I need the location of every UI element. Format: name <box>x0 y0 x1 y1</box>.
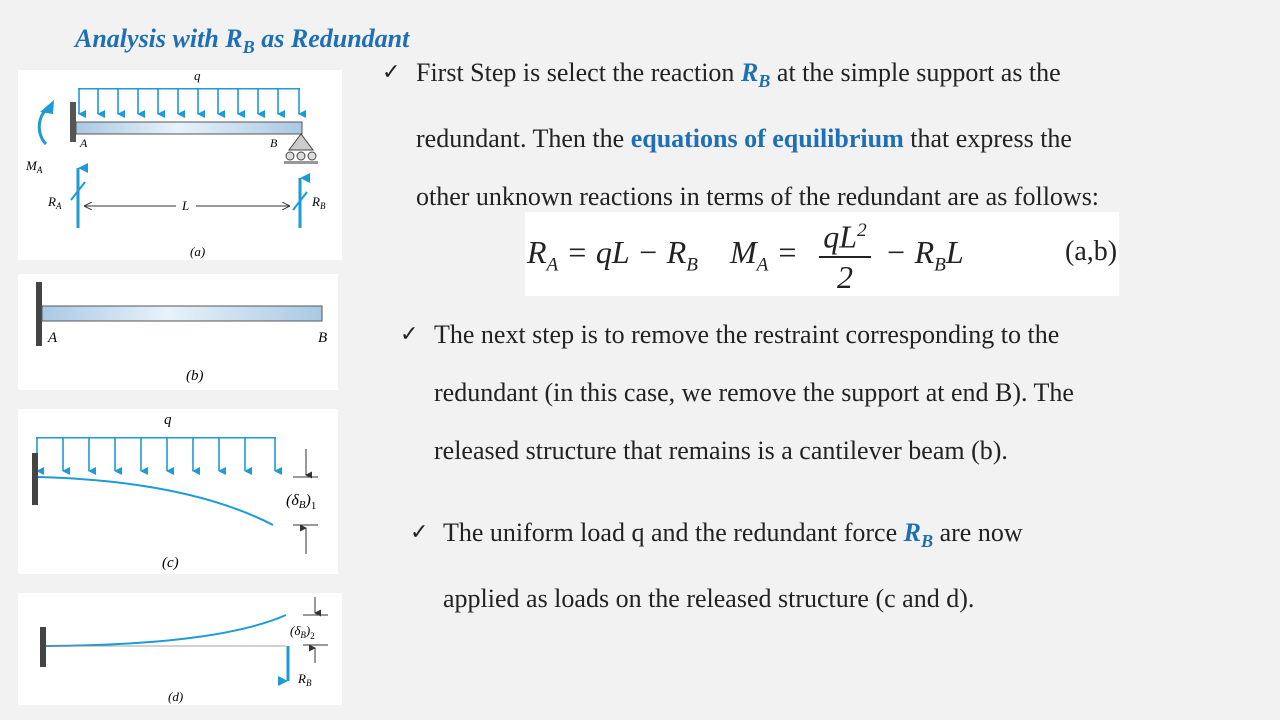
fraction-bar: 2 <box>819 255 871 296</box>
load-top-line <box>36 437 276 439</box>
label-RB: RB <box>311 194 326 211</box>
label-B: B <box>270 136 278 150</box>
fixed-wall <box>32 453 38 505</box>
label-B: B <box>318 330 327 346</box>
label-A: A <box>47 330 58 346</box>
fixed-wall <box>36 282 42 346</box>
equilibrium-highlight: equations of equilibrium <box>630 124 904 154</box>
equation-tag: (a,b) <box>1065 236 1118 267</box>
bullet-1-text: First Step is select the reaction RB at … <box>416 44 1262 226</box>
bullet-1: ✓ First Step is select the reaction RB a… <box>382 44 1262 226</box>
equation-MA-rest: − RBL <box>885 234 964 276</box>
bullet-3-line-2: applied as loads on the released structu… <box>443 584 975 614</box>
q-label: q <box>164 412 172 428</box>
fixed-wall <box>70 102 76 142</box>
figure-c-caption: (c) <box>162 555 179 571</box>
q-label: q <box>194 70 201 83</box>
label-RA: RA <box>47 194 62 211</box>
label-L: L <box>181 198 189 213</box>
bullet-2-line-3: released structure that remains is a can… <box>434 436 1008 465</box>
slide-title: Analysis with RB as Redundant <box>75 24 409 58</box>
figure-d-caption: (d) <box>168 689 183 704</box>
label-A: A <box>79 136 88 150</box>
figure-a-diagram: q A B MA <box>25 68 326 259</box>
figure-c-panel: q (δB)1 (c) <box>18 409 338 574</box>
distributed-load-arrows <box>36 438 282 475</box>
bullet-2-line-1: The next step is to remove the restraint… <box>434 320 1060 349</box>
equation-MA: MA = <box>730 234 798 276</box>
title-var: RB <box>225 24 255 58</box>
figure-b-diagram: A B (b) <box>36 282 327 384</box>
bullet-2-text: The next step is to remove the restraint… <box>434 306 1260 480</box>
figure-b-panel: A B (b) <box>18 274 338 390</box>
bullet-3: ✓ The uniform load q and the redundant f… <box>410 504 1260 628</box>
figure-c-diagram: q (δB)1 (c) <box>32 412 318 571</box>
label-RB: RB <box>297 671 312 688</box>
checkmark-icon: ✓ <box>400 322 419 347</box>
deflected-beam-curve <box>45 614 287 647</box>
fraction-numerator: qL2 <box>823 218 867 255</box>
fixed-wall <box>40 627 46 667</box>
figure-a-panel: q A B MA <box>18 68 342 260</box>
equation-box: RA = qL − RB MA = qL2 2 − RBL (a,b) <box>525 212 1119 296</box>
distributed-load-arrows <box>78 89 306 118</box>
equation-RA: RA = qL − RB <box>527 234 698 276</box>
bullet-3-line-1: The uniform load q and the redundant for… <box>443 518 1023 552</box>
delta-B2-label: (δB)2 <box>290 623 315 641</box>
delta-B1-label: (δB)1 <box>286 492 316 512</box>
title-prefix: Analysis with <box>75 24 226 53</box>
bullet-1-line-3: other unknown reactions in terms of the … <box>416 182 1100 212</box>
figure-d-panel: (δB)2 RB (d) <box>18 593 342 705</box>
figure-d-diagram: (δB)2 RB (d) <box>40 597 328 704</box>
checkmark-icon: ✓ <box>410 520 429 545</box>
RB-symbol: RB <box>903 518 934 552</box>
bullet-1-line-1: First Step is select the reaction RB at … <box>416 58 1061 92</box>
checkmark-icon: ✓ <box>382 60 401 85</box>
figure-a-caption: (a) <box>190 244 205 259</box>
bullet-2: ✓ The next step is to remove the restrai… <box>400 306 1260 480</box>
moment-arrow <box>37 106 49 146</box>
roller-support <box>288 133 314 151</box>
figure-b-caption: (b) <box>186 368 204 384</box>
load-top-line <box>78 88 300 90</box>
deflected-beam-curve <box>37 476 274 526</box>
cantilever-beam <box>41 305 323 322</box>
title-suffix: as Redundant <box>254 24 410 53</box>
beam <box>75 121 303 135</box>
equation-MA-fraction: qL2 2 <box>815 212 875 296</box>
label-MA: MA <box>25 158 43 175</box>
RB-symbol: RB <box>740 58 771 92</box>
bullet-2-line-2: redundant (in this case, we remove the s… <box>434 378 1074 407</box>
bullet-3-text: The uniform load q and the redundant for… <box>443 504 1260 628</box>
bullet-1-line-2: redundant. Then the equations of equilib… <box>416 124 1072 154</box>
